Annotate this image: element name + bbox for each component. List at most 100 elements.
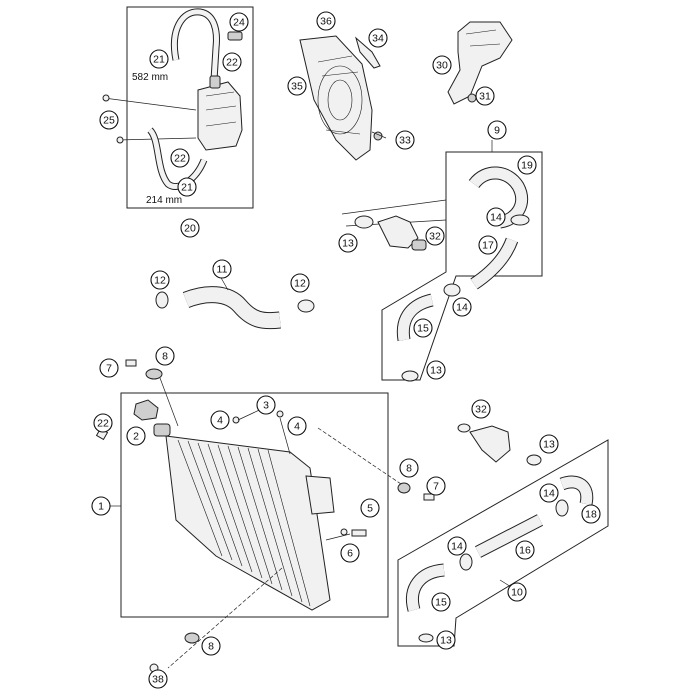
hose-17-inner [470,237,518,289]
radiator-core [165,435,331,611]
callout-8: 8 [399,458,419,478]
callout-number: 35 [291,81,303,93]
fan-shroud [299,35,373,161]
callout-13: 13 [426,360,446,380]
callout-number: 25 [103,115,115,127]
callout-13: 13 [436,630,456,650]
callout-number: 8 [208,641,214,653]
callout-35: 35 [287,76,307,96]
thermostat-housing-lower [469,425,511,463]
callout-number: 34 [372,33,384,45]
callout-25: 25 [99,110,119,130]
callout-22: 22 [170,148,190,168]
callout-circle [413,318,433,338]
bolt-4-right [276,410,284,418]
callout-13: 13 [338,233,358,253]
radiator-frame [120,392,389,618]
clamp-12-right [297,299,315,313]
thermostat-leader-a [341,199,447,215]
callout-11: 11 [212,259,232,279]
upper-hose-group [341,140,543,382]
hose-kit-frame-lower [397,439,609,647]
tank-bolt-upper [102,94,110,102]
callout-circle [180,218,200,238]
grommet-8-upper [145,368,163,380]
callout-number: 14 [456,302,468,314]
fan-ring-outer [317,65,363,135]
callout-number: 22 [174,153,186,165]
expansion-tank-frame [126,6,254,209]
callout-number: 12 [154,275,166,287]
callout-8: 8 [155,346,175,366]
callout-number: 6 [347,548,353,560]
cap-spring-part [227,31,243,41]
fan-ring-inner [327,79,353,121]
callout-circle [539,483,559,503]
callout-circle [148,669,168,689]
callout-number: 4 [294,421,300,433]
callout-number: 11 [217,264,228,276]
thermostat-upper-cap [411,239,427,251]
mount-leader-right [317,427,405,487]
callout-number: 13 [430,365,442,377]
callout-circle [290,273,310,293]
callout-number: 5 [367,503,373,515]
clamp-13-lower [418,633,434,643]
callout-number: 4 [217,415,223,427]
thermostat-clamp [354,215,374,229]
callout-circle [426,476,446,496]
lower-hose-inner [147,128,207,189]
callout-number: 9 [494,125,500,137]
callout-number: 14 [451,541,463,553]
callout-number: 10 [511,587,523,599]
callout-circle [149,49,169,69]
callout-circle [517,155,537,175]
callout-9: 9 [487,120,507,140]
mounting-bracket [447,21,513,105]
clamp-13-right [526,454,542,466]
hose-11-group [155,275,315,330]
callout-24: 24 [229,12,249,32]
bracket-nut [467,93,477,103]
callout-number: 14 [490,212,502,224]
sensor-leader [325,533,351,541]
callout-8: 8 [201,636,221,656]
callout-number: 15 [417,323,429,335]
callout-6: 6 [340,543,360,563]
hose-15-lower-inner [407,564,445,612]
callout-circle [170,148,190,168]
hose-11-inner [183,287,281,329]
callout-34: 34 [368,28,388,48]
lower-hose-length: 214 mm [146,195,182,206]
grommet-8-bottom [184,632,200,644]
callout-circle [340,543,360,563]
callout-number: 13 [440,635,452,647]
callout-number: 8 [406,463,412,475]
callout-number: 21 [153,54,165,66]
pipe-16-inner [475,515,543,557]
expansion-tank-body [197,81,243,151]
bracket-group [447,21,513,105]
callout-12: 12 [150,270,170,290]
callout-circle [287,416,307,436]
callout-circle [201,636,221,656]
callout-14: 14 [539,483,559,503]
callout-number: 7 [106,363,112,375]
tank-cap [209,75,221,89]
callout-number: 38 [152,674,164,686]
callout-1: 1 [91,496,111,516]
callout-number: 19 [521,160,533,172]
callout-7: 7 [426,476,446,496]
mount-leader-bottom [167,567,283,669]
bolt-4-left [232,416,240,424]
clamp-12-left [155,291,169,309]
callout-number: 21 [181,182,193,194]
expansion-tank-group: 582 mm 214 mm [102,6,254,209]
hose-18-inner [560,476,593,506]
callout-15: 15 [431,592,451,612]
callout-4: 4 [210,410,230,430]
callout-number: 13 [543,439,555,451]
callout-circle [316,11,336,31]
callout-number: 31 [479,91,491,103]
callout-circle [436,630,456,650]
